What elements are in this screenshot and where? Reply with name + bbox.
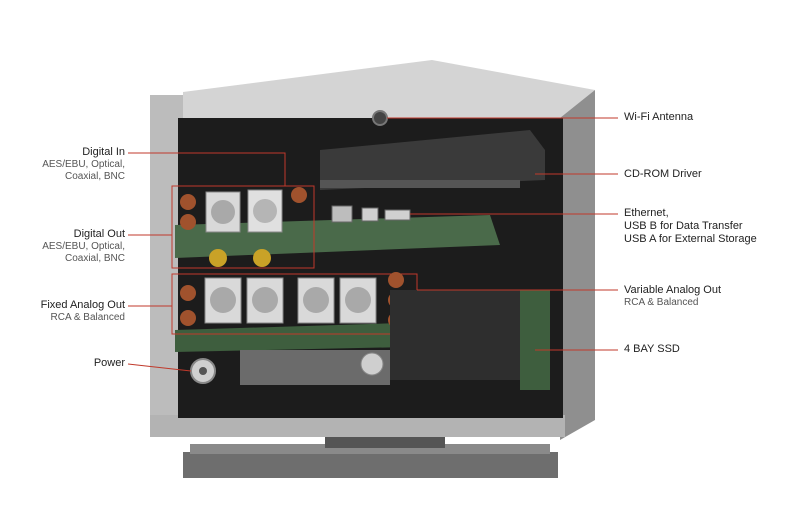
chassis-right-side <box>560 90 595 440</box>
label-digital-in-line-1: AES/EBU, Optical, <box>42 159 125 170</box>
callout-line-power <box>127 363 192 372</box>
rca-digital-2 <box>180 214 196 230</box>
label-ethernet-title: Ethernet, <box>624 207 669 219</box>
rca-fixed-1 <box>180 285 196 301</box>
label-cdrom-driver: CD-ROM Driver <box>624 168 702 181</box>
label-fixed-analog-out-title: Fixed Analog Out <box>40 299 125 311</box>
label-power-title: Power <box>93 357 125 369</box>
cdrom-tray <box>320 180 520 188</box>
label-fixed-analog-out-sub: RCA & Balanced <box>50 312 126 323</box>
base-plate <box>183 452 558 478</box>
label-digital-out-line-2: Coaxial, BNC <box>64 253 125 264</box>
label-ssd: 4 BAY SSD <box>624 343 680 356</box>
rca-fixed-2 <box>180 310 196 326</box>
label-ethernet-line-1: USB B for Data Transfer <box>624 220 743 232</box>
xlr-variable-1-face <box>303 287 329 313</box>
ssd-bay <box>520 290 550 390</box>
label-digital-in: Digital In AES/EBU, Optical, Coaxial, BN… <box>42 146 125 183</box>
power-connector-pin <box>199 367 207 375</box>
rca-digital-1 <box>180 194 196 210</box>
xlr-variable-2-face <box>345 287 371 313</box>
chassis-bottom-frame <box>150 415 565 437</box>
label-digital-in-title: Digital In <box>82 146 125 158</box>
xlr-digital-1-face <box>211 200 235 224</box>
label-wifi-antenna: Wi-Fi Antenna <box>624 111 693 124</box>
power-supply-block <box>390 290 520 380</box>
label-variable-analog-out-sub: RCA & Balanced <box>624 297 699 308</box>
label-digital-out-title: Digital Out <box>73 228 125 240</box>
wifi-antenna-connector <box>372 110 388 126</box>
label-ssd-title: 4 BAY SSD <box>624 343 680 355</box>
xlr-digital-2-face <box>253 199 277 223</box>
digital-in-out-panel <box>171 185 315 269</box>
label-wifi-antenna-title: Wi-Fi Antenna <box>624 111 694 123</box>
label-cdrom-driver-title: CD-ROM Driver <box>624 168 702 180</box>
chassis-top <box>183 60 595 122</box>
xlr-fixed-1-face <box>210 287 236 313</box>
xlr-fixed-2-face <box>252 287 278 313</box>
cdrom-drive <box>320 130 545 190</box>
rca-variable-1 <box>388 272 404 288</box>
label-ethernet: Ethernet, USB B for Data Transfer USB A … <box>624 207 757 246</box>
label-digital-in-line-2: Coaxial, BNC <box>64 171 125 182</box>
label-fixed-analog-out: Fixed Analog Out RCA & Balanced <box>41 299 125 324</box>
label-digital-out: Digital Out AES/EBU, Optical, Coaxial, B… <box>42 228 125 265</box>
label-digital-out-line-1: AES/EBU, Optical, <box>42 241 125 252</box>
callout-lines <box>127 117 618 372</box>
ethernet-port <box>331 205 353 223</box>
label-ethernet-line-2: USB A for External Storage <box>624 233 757 245</box>
usb-b-port <box>361 207 379 222</box>
bnc-1 <box>209 249 227 267</box>
label-variable-analog-out-title: Variable Analog Out <box>624 284 722 296</box>
callout-line-digital-in <box>128 152 286 186</box>
cable-gland <box>360 352 384 376</box>
label-power: Power <box>94 357 125 370</box>
label-variable-analog-out: Variable Analog Out RCA & Balanced <box>624 284 721 309</box>
bnc-2 <box>253 249 271 267</box>
base-top <box>190 444 550 454</box>
usb-a-port <box>384 209 411 221</box>
rca-digital-3 <box>291 187 307 203</box>
chassis-left-frame <box>150 95 183 430</box>
